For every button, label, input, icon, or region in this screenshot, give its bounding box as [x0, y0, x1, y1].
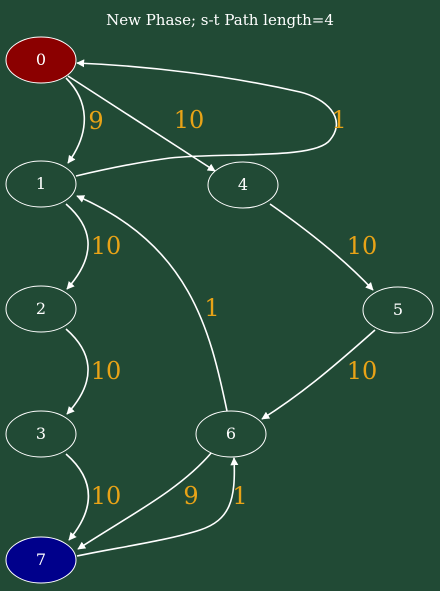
- node-6: 6: [195, 410, 267, 458]
- edge-6-1: [76, 195, 228, 412]
- node-3-ellipse: [5, 410, 77, 458]
- node-0-label: 0: [36, 50, 46, 69]
- edge-label-7-6: 1: [232, 482, 247, 510]
- edge-7-6: [76, 457, 239, 557]
- node-7: 7: [5, 536, 77, 584]
- edge-3-7: [65, 453, 90, 541]
- edge-label-1-0: 1: [331, 106, 346, 134]
- edge-0-4: [67, 75, 216, 172]
- edge-6-7: [77, 451, 213, 550]
- edge-1-2: [65, 203, 89, 290]
- edge-labels-layer: 9 10 1 10 10 10 1 10 10 9 1: [88, 106, 377, 510]
- node-1-ellipse: [5, 160, 77, 208]
- node-4: 4: [207, 161, 279, 209]
- edge-label-4-5: 10: [347, 232, 378, 260]
- edge-2-3: [65, 328, 89, 415]
- edge-label-5-6: 10: [347, 357, 378, 385]
- edge-4-5: [269, 203, 374, 291]
- edge-label-2-3: 10: [91, 357, 122, 385]
- edge-5-6: [261, 329, 376, 420]
- nodes-layer: 0 1 2 3 4 5 6 7: [5, 36, 434, 584]
- node-1-label: 1: [36, 174, 46, 193]
- node-2: 2: [5, 285, 77, 333]
- edge-label-0-4: 10: [174, 106, 205, 134]
- edge-label-6-7: 9: [183, 482, 198, 510]
- edge-label-0-1: 9: [88, 107, 103, 135]
- node-3: 3: [5, 410, 77, 458]
- edge-label-1-2: 10: [91, 232, 122, 260]
- node-6-label: 6: [226, 424, 236, 443]
- edge-1-0: [75, 59, 337, 177]
- edge-0-1: [65, 77, 86, 164]
- edge-label-6-1: 1: [204, 294, 219, 322]
- node-2-ellipse: [5, 285, 77, 333]
- node-4-label: 4: [238, 175, 248, 194]
- node-1: 1: [5, 160, 77, 208]
- node-0: 0: [5, 36, 77, 84]
- node-4-ellipse: [207, 161, 279, 209]
- node-5-label: 5: [393, 300, 403, 319]
- node-2-label: 2: [36, 299, 46, 318]
- node-3-label: 3: [36, 424, 46, 443]
- node-5-ellipse: [362, 286, 434, 334]
- node-7-ellipse: [5, 536, 77, 584]
- diagram-title: New Phase; s-t Path length=4: [106, 11, 334, 29]
- edges-layer: [65, 59, 376, 557]
- edge-label-3-7: 10: [91, 482, 122, 510]
- node-5: 5: [362, 286, 434, 334]
- node-6-ellipse: [195, 410, 267, 458]
- node-0-ellipse: [5, 36, 77, 84]
- node-7-label: 7: [36, 550, 46, 569]
